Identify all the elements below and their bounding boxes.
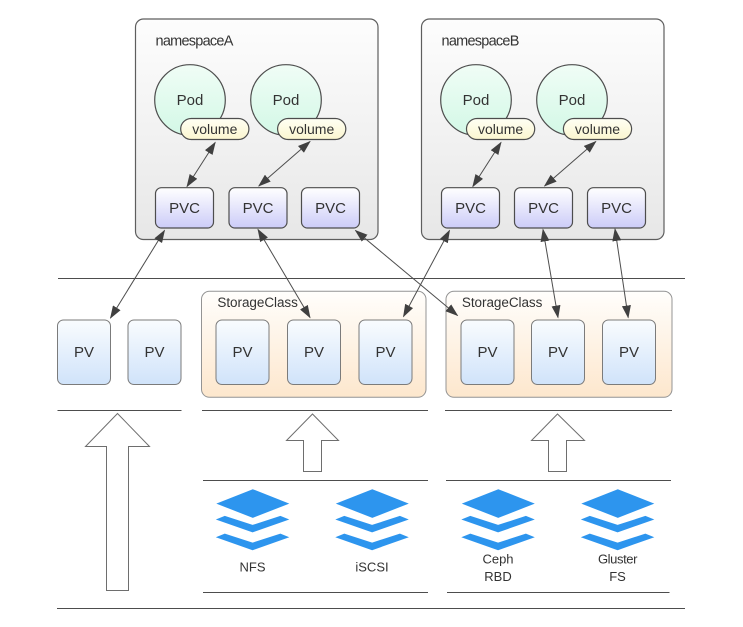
svg-text:volume: volume xyxy=(192,121,237,137)
svg-text:PV: PV xyxy=(619,344,639,361)
svg-text:StorageClass: StorageClass xyxy=(462,295,543,310)
svg-text:RBD: RBD xyxy=(484,569,511,584)
svg-text:volume: volume xyxy=(478,121,523,137)
svg-text:Pod: Pod xyxy=(177,92,204,109)
svg-text:Ceph: Ceph xyxy=(482,552,513,567)
svg-text:PV: PV xyxy=(304,344,324,361)
svg-text:PVC: PVC xyxy=(243,200,274,217)
svg-text:iSCSI: iSCSI xyxy=(355,560,388,575)
svg-text:Pod: Pod xyxy=(559,92,586,109)
svg-text:PV: PV xyxy=(375,344,395,361)
svg-text:PV: PV xyxy=(548,344,568,361)
svg-text:Gluster: Gluster xyxy=(598,552,638,567)
svg-text:namespaceA: namespaceA xyxy=(156,33,234,49)
svg-text:volume: volume xyxy=(575,121,620,137)
svg-text:namespaceB: namespaceB xyxy=(442,33,519,49)
svg-text:PVC: PVC xyxy=(315,200,346,217)
svg-text:StorageClass: StorageClass xyxy=(217,295,298,310)
svg-text:volume: volume xyxy=(289,121,334,137)
svg-text:FS: FS xyxy=(609,569,626,584)
svg-text:PV: PV xyxy=(74,344,94,361)
svg-text:PV: PV xyxy=(232,344,252,361)
svg-text:PVC: PVC xyxy=(601,200,632,217)
svg-text:NFS: NFS xyxy=(240,560,266,575)
svg-text:PVC: PVC xyxy=(455,200,486,217)
svg-text:Pod: Pod xyxy=(463,92,490,109)
svg-text:PV: PV xyxy=(144,344,164,361)
svg-text:PVC: PVC xyxy=(169,200,200,217)
svg-text:PV: PV xyxy=(477,344,497,361)
svg-text:Pod: Pod xyxy=(273,92,300,109)
svg-text:PVC: PVC xyxy=(528,200,559,217)
